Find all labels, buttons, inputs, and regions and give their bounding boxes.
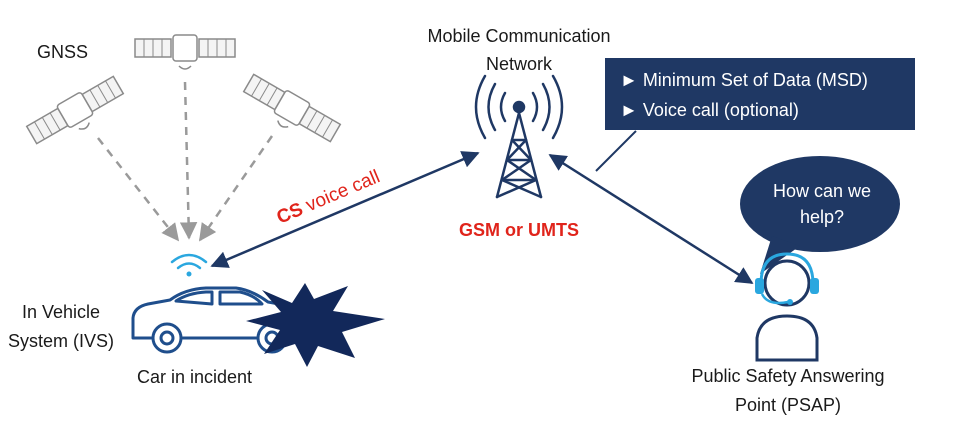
satellite-icon [134,34,236,70]
satellite-icon [25,75,125,145]
cs-call-arrow [210,151,480,268]
psap-label-line2: Point (PSAP) [735,395,841,415]
bubble-text-line2: help? [800,207,844,227]
car-caption: Car in incident [137,367,252,387]
bubble-text-line1: How can we [773,181,871,201]
gnss-label: GNSS [37,42,88,62]
psap-label-line1: Public Safety Answering [691,366,884,386]
msd-box [605,58,915,130]
wifi-icon [170,253,208,277]
msd-item: ► Minimum Set of Data (MSD) [620,70,868,90]
cell-tower-icon [474,74,564,199]
psap-link-arrow [548,153,754,285]
gnss-signal-lines [97,81,274,242]
msd-callout-line [595,130,637,172]
network-label-line2: Network [486,54,553,74]
crash-explosion-icon [246,283,385,367]
msd-item: ► Voice call (optional) [620,100,799,120]
satellite-icon [242,73,342,143]
ivs-label-line1: In Vehicle [22,302,100,322]
ivs-label-line2: System (IVS) [8,331,114,351]
network-label-line1: Mobile Communication [427,26,610,46]
cs-call-label: CS voice call [274,166,383,228]
operator-headset-icon [755,252,819,362]
network-tech-label: GSM or UMTS [459,220,579,240]
